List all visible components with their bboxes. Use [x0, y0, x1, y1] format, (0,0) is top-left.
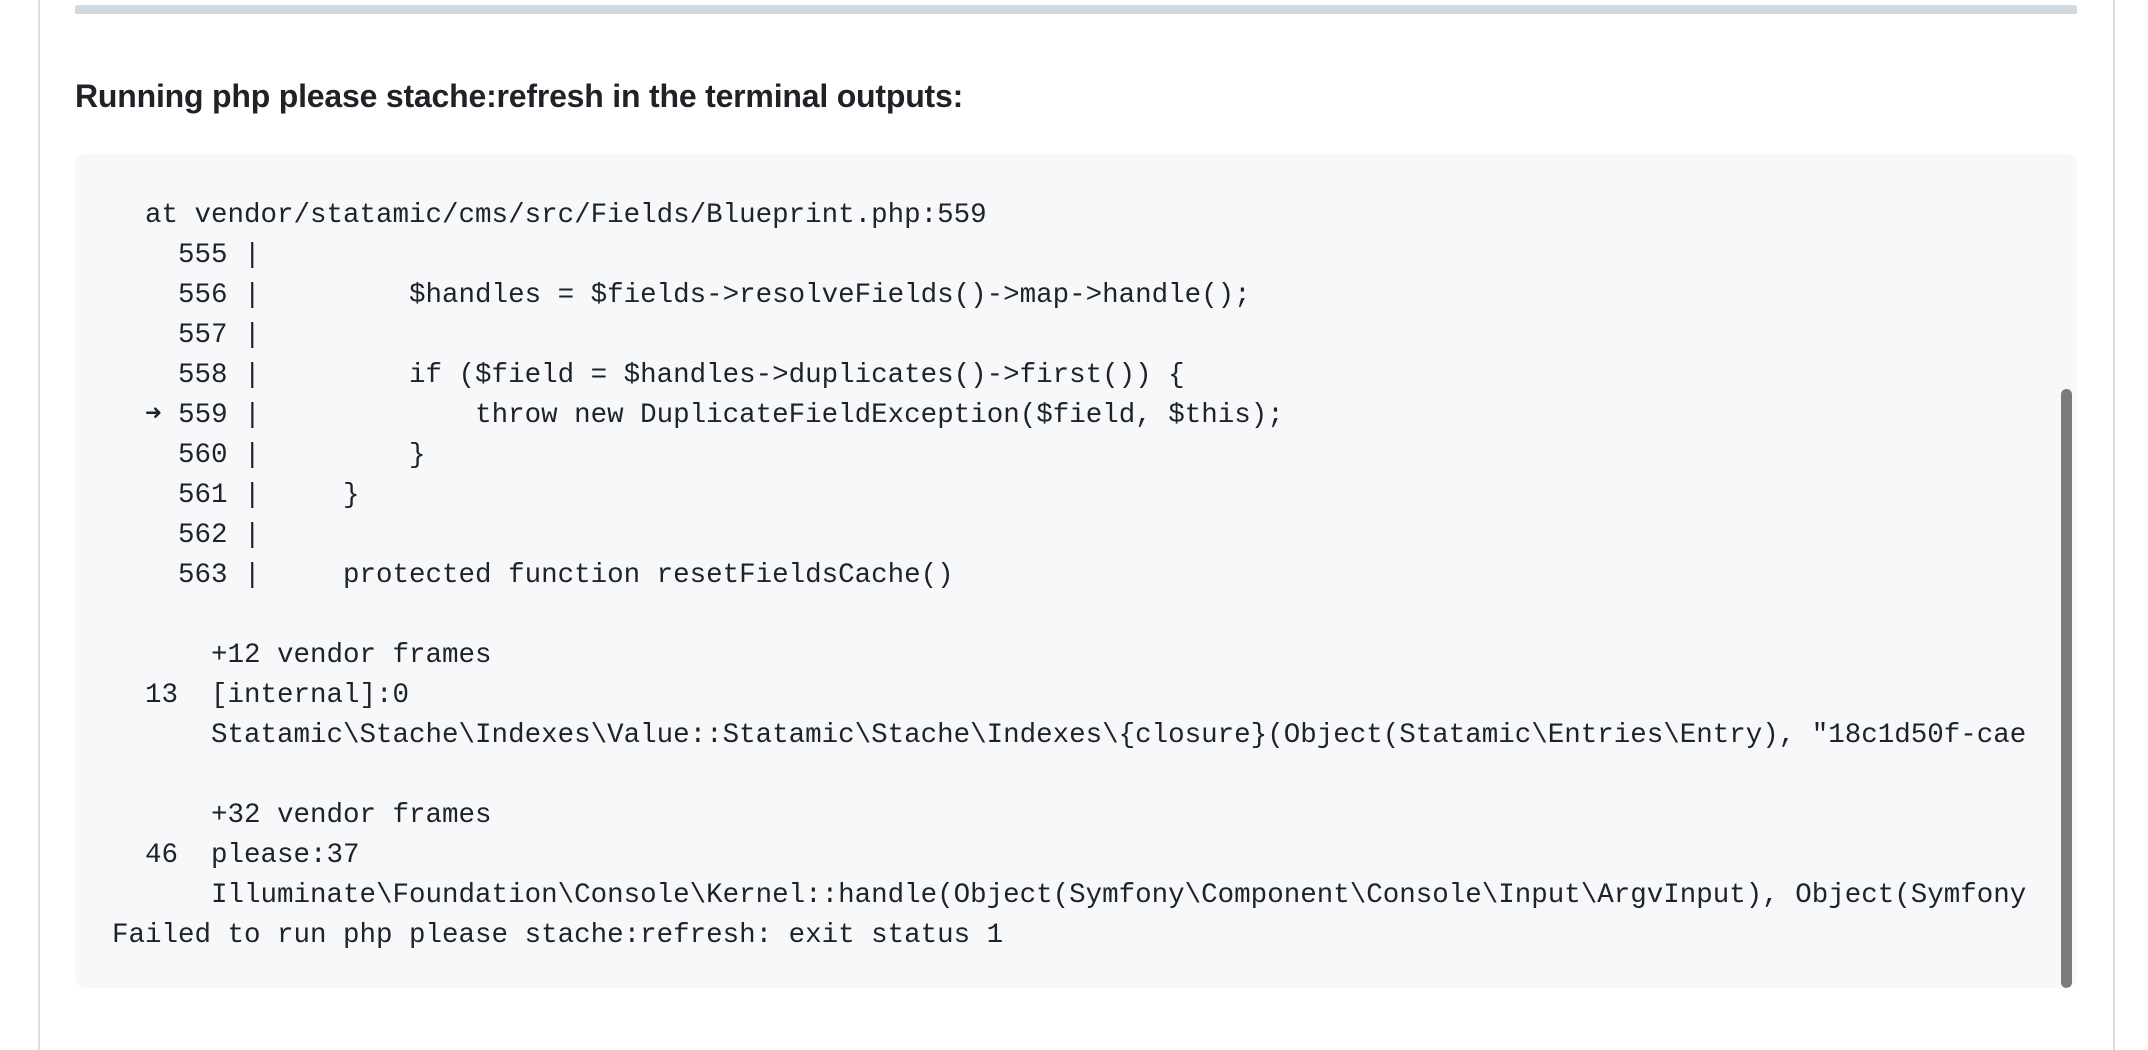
code-line-highlighted: ➜ 559 | throw new DuplicateFieldExceptio…	[112, 400, 1284, 431]
code-line	[112, 756, 2026, 796]
code-line: 557 |	[112, 320, 261, 351]
code-line: 560 | }	[112, 440, 426, 471]
code-line	[112, 596, 2026, 636]
code-line: 13 [internal]:0	[112, 680, 410, 711]
code-line: 555 |	[112, 240, 261, 271]
code-content: at vendor/statamic/cms/src/Fields/Bluepr…	[112, 196, 2026, 956]
code-line: Illuminate\Foundation\Console\Kernel::ha…	[112, 880, 2027, 911]
code-line: +32 vendor frames	[112, 800, 492, 831]
section-divider	[75, 5, 2077, 14]
code-line: 558 | if ($field = $handles->duplicates(…	[112, 360, 1185, 391]
code-line: 563 | protected function resetFieldsCach…	[112, 560, 954, 591]
code-line: 561 | }	[112, 480, 360, 511]
code-line: Statamic\Stache\Indexes\Value::Statamic\…	[112, 720, 2027, 751]
code-line: 46 please:37	[112, 840, 360, 871]
code-line-error: Failed to run php please stache:refresh:…	[112, 920, 1004, 951]
code-line: at vendor/statamic/cms/src/Fields/Bluepr…	[112, 200, 987, 231]
code-line: 562 |	[112, 520, 261, 551]
code-line: +12 vendor frames	[112, 640, 492, 671]
scrollbar-thumb[interactable]	[2061, 389, 2072, 988]
content-frame	[38, 0, 2115, 1050]
terminal-output-code-block[interactable]: at vendor/statamic/cms/src/Fields/Bluepr…	[75, 154, 2077, 988]
terminal-output-heading: Running php please stache:refresh in the…	[75, 78, 964, 114]
vertical-scrollbar[interactable]	[2057, 389, 2075, 988]
code-line: 556 | $handles = $fields->resolveFields(…	[112, 280, 1251, 311]
